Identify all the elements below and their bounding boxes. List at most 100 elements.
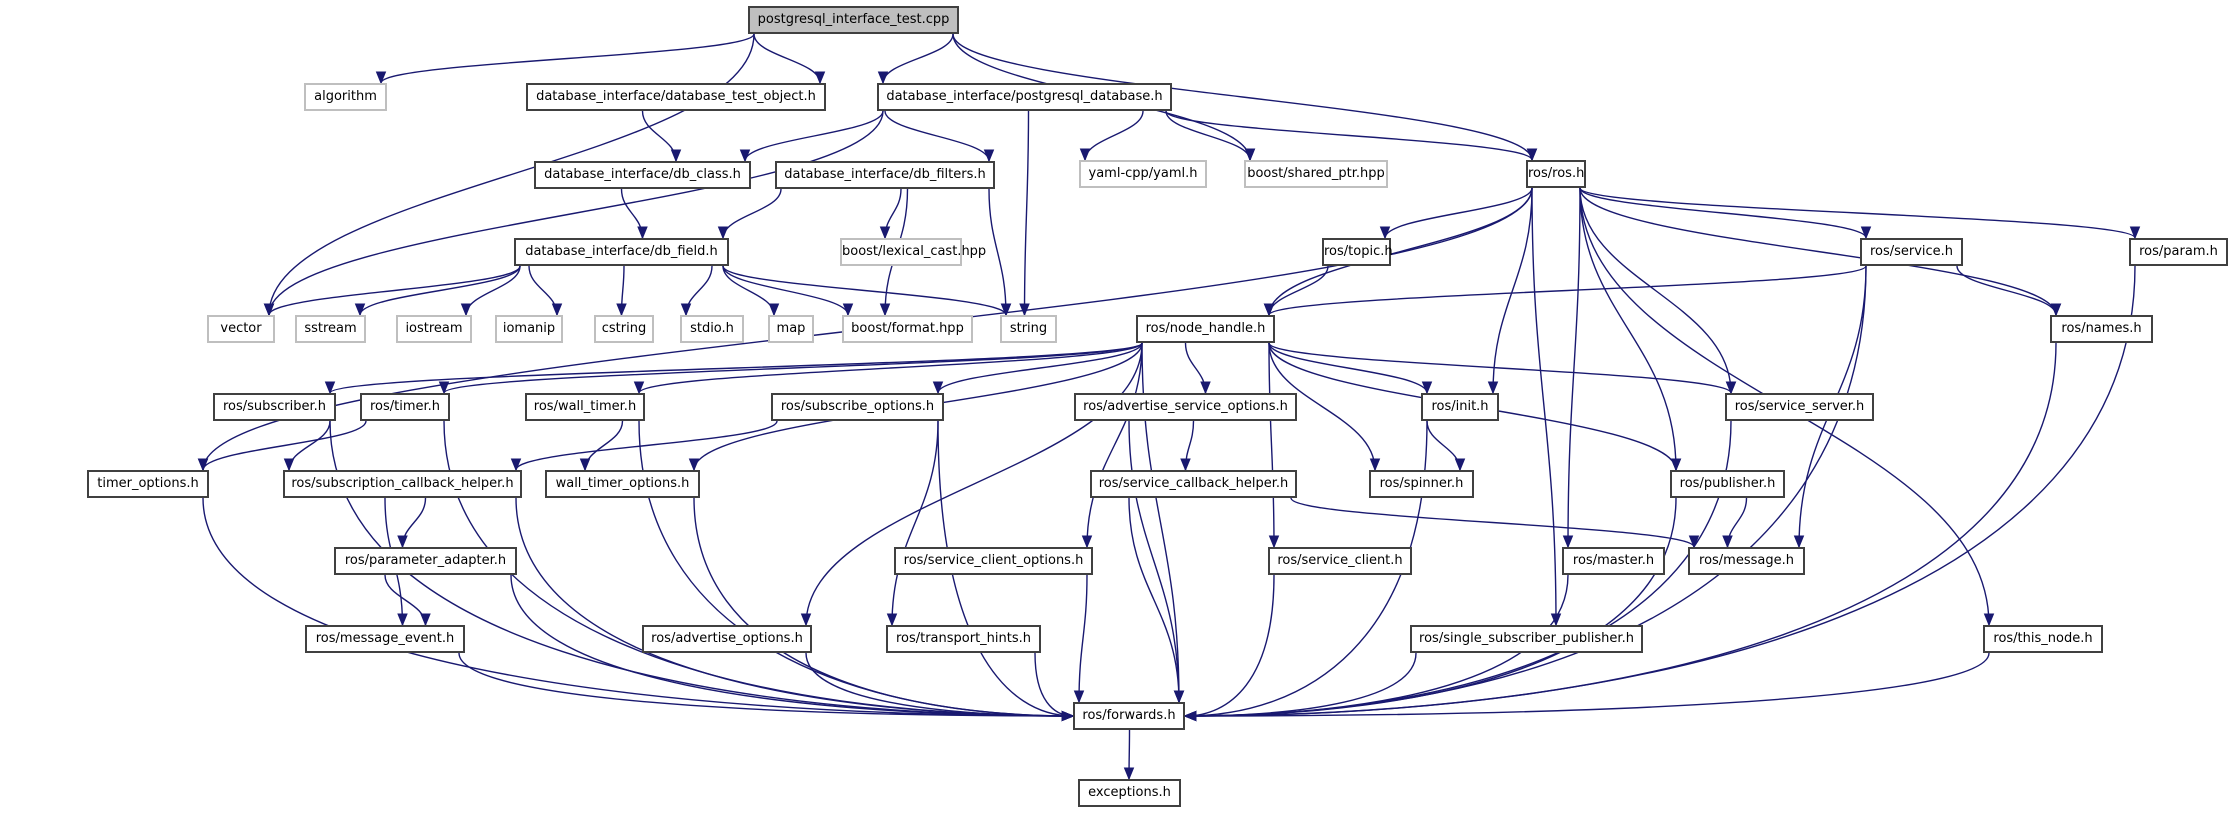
node-subscriber[interactable]: ros/subscriber.h: [213, 393, 336, 421]
node-timer-options[interactable]: timer_options.h: [87, 470, 209, 498]
arrowhead-icon: [2050, 303, 2062, 317]
node-message[interactable]: ros/message.h: [1688, 547, 1805, 575]
edge-init-to-forwards: [1184, 420, 1428, 717]
edge-node-handle-to-subscriber: [329, 342, 1143, 394]
edge-postgresql-database-to-vector: [268, 110, 884, 316]
node-timer[interactable]: ros/timer.h: [360, 393, 450, 421]
arrowhead-icon: [1244, 148, 1256, 162]
arrowhead-icon: [814, 71, 826, 85]
node-service-client-options[interactable]: ros/service_client_options.h: [894, 547, 1093, 575]
arrowhead-icon: [1421, 381, 1433, 395]
node-service[interactable]: ros/service.h: [1860, 238, 1963, 266]
edge-ros-to-param: [1579, 187, 2136, 239]
arrowhead-icon: [1860, 226, 1872, 240]
edge-postgresql-database-to-db-filters: [884, 110, 990, 162]
edge-postgresql-database-to-shared-ptr: [1165, 110, 1251, 161]
edge-node-handle-to-service-server: [1268, 342, 1732, 394]
edge-db-field-to-map: [722, 265, 775, 316]
node-transport-hints[interactable]: ros/transport_hints.h: [886, 625, 1041, 653]
arrowhead-icon: [842, 303, 854, 317]
arrowhead-icon: [1079, 148, 1091, 162]
node-subscribe-options[interactable]: ros/subscribe_options.h: [771, 393, 944, 421]
arrowhead-icon: [354, 303, 366, 317]
node-db-filters[interactable]: database_interface/db_filters.h: [775, 161, 995, 189]
edge-root-to-algorithm: [380, 33, 755, 84]
node-shared-ptr: boost/shared_ptr.hpp: [1244, 160, 1388, 188]
arrowhead-icon: [1487, 381, 1499, 395]
node-message-event[interactable]: ros/message_event.h: [305, 625, 465, 653]
node-ros[interactable]: ros/ros.h: [1526, 160, 1586, 188]
node-wall-timer-options[interactable]: wall_timer_options.h: [545, 470, 700, 498]
edge-node-handle-to-wall-timer: [638, 342, 1143, 394]
node-db-test-object[interactable]: database_interface/database_test_object.…: [526, 83, 826, 111]
node-root[interactable]: postgresql_interface_test.cpp: [748, 6, 959, 34]
edge-postgresql-database-to-db-class: [744, 110, 884, 162]
arrowhead-icon: [551, 303, 563, 317]
edge-subscribe-options-to-transport-hints: [891, 420, 939, 626]
arrowhead-icon: [1562, 535, 1574, 549]
arrowhead-icon: [510, 458, 522, 472]
edge-advertise-options-to-forwards: [805, 652, 1074, 717]
edge-service-callback-helper-to-forwards: [1128, 497, 1180, 703]
node-names[interactable]: ros/names.h: [2050, 315, 2153, 343]
node-topic[interactable]: ros/topic.h: [1322, 238, 1393, 266]
arrowhead-icon: [1379, 226, 1391, 240]
node-exceptions[interactable]: exceptions.h: [1078, 779, 1181, 807]
arrowhead-icon: [637, 226, 648, 240]
node-service-server[interactable]: ros/service_server.h: [1725, 393, 1874, 421]
node-string: string: [1000, 315, 1057, 343]
node-db-field[interactable]: database_interface/db_field.h: [514, 238, 729, 266]
node-this-node[interactable]: ros/this_node.h: [1983, 625, 2103, 653]
edge-service-client-to-forwards: [1184, 574, 1275, 717]
edge-root-to-db-test-object: [753, 33, 821, 84]
node-lexical-cast: boost/lexical_cast.hpp: [840, 238, 986, 266]
node-advertise-options[interactable]: ros/advertise_options.h: [642, 625, 812, 653]
node-stdio: stdio.h: [680, 315, 744, 343]
edge-this-node-to-forwards: [1184, 652, 1990, 717]
arrowhead-icon: [1183, 710, 1197, 722]
edge-advertise-service-options-to-forwards: [1128, 420, 1180, 703]
node-forwards[interactable]: ros/forwards.h: [1073, 702, 1185, 730]
edge-node-handle-to-init: [1268, 342, 1428, 394]
node-spinner[interactable]: ros/spinner.h: [1369, 470, 1474, 498]
edge-wall-timer-options-to-forwards: [693, 497, 1074, 717]
edge-subscription-callback-helper-to-forwards: [515, 497, 1074, 717]
arrowhead-icon: [438, 381, 450, 395]
edge-transport-hints-to-forwards: [1034, 652, 1074, 717]
edge-root-to-postgresql-database: [882, 33, 954, 84]
node-parameter-adapter[interactable]: ros/parameter_adapter.h: [334, 547, 517, 575]
arrowhead-icon: [324, 381, 336, 395]
edge-node-handle-to-advertise-options: [805, 342, 1143, 626]
node-service-callback-helper[interactable]: ros/service_callback_helper.h: [1090, 470, 1297, 498]
node-service-client[interactable]: ros/service_client.h: [1268, 547, 1412, 575]
edge-init-to-spinner: [1426, 420, 1461, 471]
node-format: boost/format.hpp: [842, 315, 973, 343]
edge-db-field-to-vector: [268, 265, 521, 316]
node-master[interactable]: ros/master.h: [1562, 547, 1665, 575]
node-db-class[interactable]: database_interface/db_class.h: [534, 161, 751, 189]
arrowhead-icon: [616, 303, 627, 317]
edge-node-handle-to-spinner: [1268, 342, 1376, 471]
edge-root-to-ros: [952, 33, 1533, 161]
node-postgresql-database[interactable]: database_interface/postgresql_database.h: [877, 83, 1172, 111]
arrowhead-icon: [688, 458, 700, 472]
arrowhead-icon: [1526, 148, 1538, 162]
node-wall-timer[interactable]: ros/wall_timer.h: [525, 393, 645, 421]
arrowhead-icon: [739, 149, 751, 163]
node-param[interactable]: ros/param.h: [2129, 238, 2228, 266]
edge-postgresql-database-to-ros: [1165, 110, 1533, 161]
edge-names-to-forwards: [1184, 342, 2057, 717]
edge-db-field-to-sstream: [359, 265, 521, 316]
edge-subscriber-to-subscription-callback-helper: [288, 420, 331, 471]
arrowhead-icon: [397, 613, 408, 627]
edge-db-field-to-iomanip: [528, 265, 558, 316]
node-subscription-callback-helper[interactable]: ros/subscription_callback_helper.h: [283, 470, 522, 498]
node-single-subscriber-publisher[interactable]: ros/single_subscriber_publisher.h: [1410, 625, 1643, 653]
node-node-handle[interactable]: ros/node_handle.h: [1136, 315, 1275, 343]
node-publisher[interactable]: ros/publisher.h: [1670, 470, 1785, 498]
node-cstring: cstring: [594, 315, 654, 343]
node-init[interactable]: ros/init.h: [1421, 393, 1499, 421]
arrowhead-icon: [1725, 381, 1737, 395]
node-advertise-service-options[interactable]: ros/advertise_service_options.h: [1074, 393, 1297, 421]
